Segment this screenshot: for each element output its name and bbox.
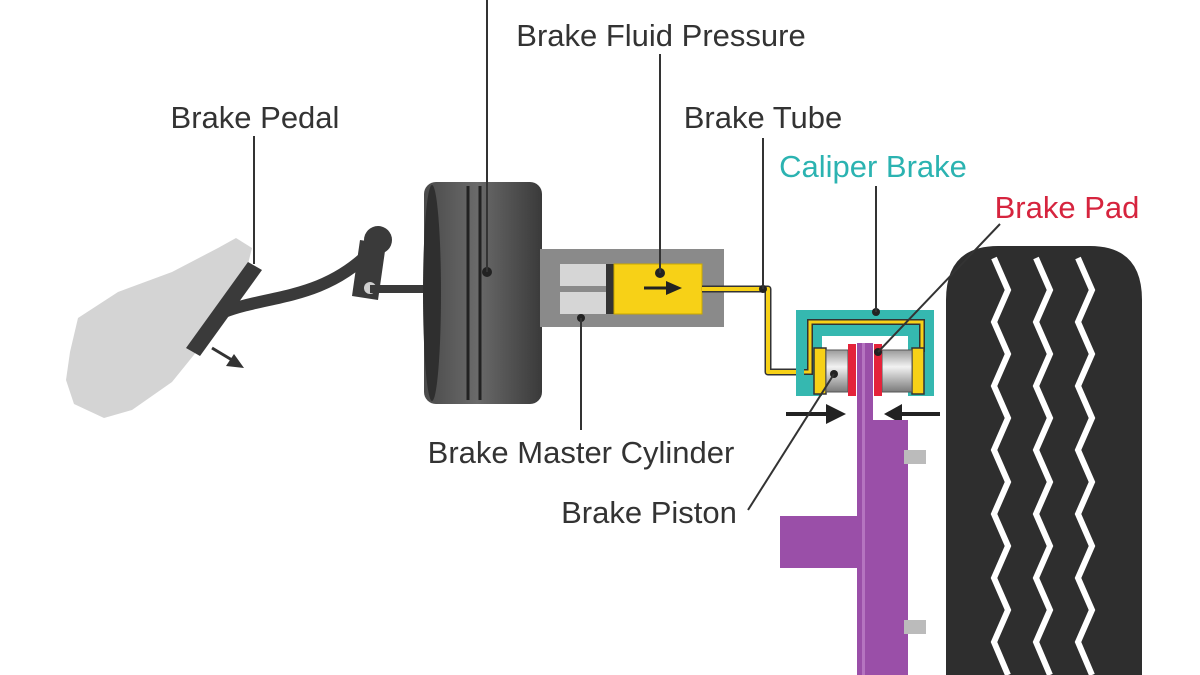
- caliper-fluid-passage-fill: [804, 320, 924, 374]
- label-brake-fluid-pressure: Brake Fluid Pressure: [516, 18, 805, 53]
- master-cylinder-piston-top: [560, 264, 608, 286]
- fluid-pressure-arrowhead: [666, 281, 682, 295]
- right-brake-pad: [874, 344, 882, 396]
- pedal-lever: [218, 246, 376, 318]
- leader-lines: [253, 0, 1001, 511]
- leader-brake-pad: [877, 223, 1001, 353]
- label-brake-pedal: Brake Pedal: [171, 100, 340, 135]
- label-brake-master-cylinder: Brake Master Cylinder: [428, 435, 735, 470]
- label-caliper-brake: Caliper Brake: [779, 149, 967, 184]
- wheel-stud-bottom: [904, 620, 926, 634]
- label-brake-piston: Brake Piston: [561, 495, 737, 530]
- label-brake-tube: Brake Tube: [684, 100, 843, 135]
- right-brake-piston: [881, 349, 913, 393]
- master-cylinder-plunger: [606, 264, 614, 314]
- tire-tread: [990, 256, 1096, 675]
- pedal-motion-arrow: [211, 346, 233, 362]
- foot-shape: [66, 238, 252, 418]
- left-brake-piston: [825, 349, 849, 393]
- rotor-highlight: [862, 343, 865, 675]
- left-brake-pad: [848, 344, 856, 396]
- label-brake-pad: Brake Pad: [995, 190, 1140, 225]
- left-clamp-arrowhead: [826, 404, 846, 424]
- caliper-body: [796, 310, 934, 396]
- master-cylinder-piston-bottom: [560, 292, 608, 314]
- pedal-pivot: [364, 226, 392, 254]
- left-fluid-chamber: [813, 347, 827, 395]
- pedal-motion-arrowhead: [226, 354, 244, 368]
- brake-tube-fluid: [702, 287, 804, 374]
- wheel-stud-top: [904, 450, 926, 464]
- rotor-flange: [866, 420, 908, 675]
- pedal-pad: [186, 262, 262, 356]
- brake-booster: [424, 182, 542, 404]
- booster-face: [423, 185, 441, 401]
- right-fluid-chamber: [911, 347, 925, 395]
- right-clamp-arrowhead: [884, 404, 902, 424]
- push-rod: [370, 285, 430, 293]
- leader-brake-piston: [747, 373, 835, 511]
